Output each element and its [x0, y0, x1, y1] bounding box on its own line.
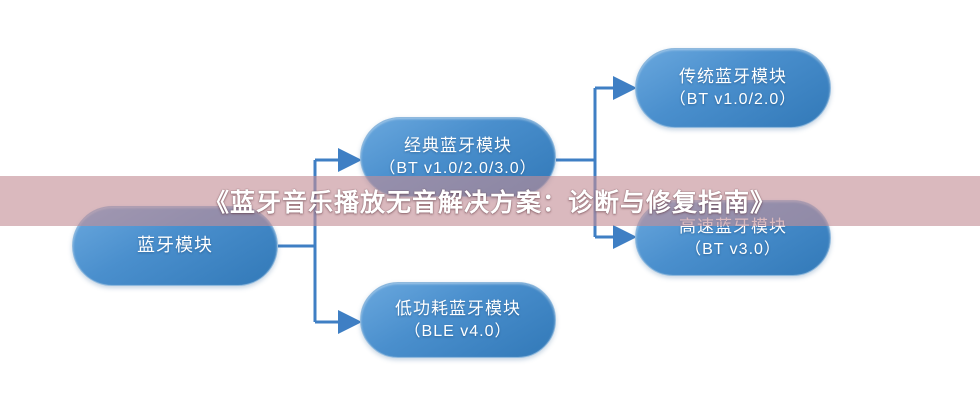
title-banner-overlay: 《蓝牙音乐播放无音解决方案：诊断与修复指南》	[0, 176, 980, 226]
node-root-line1: 蓝牙模块	[137, 235, 213, 256]
node-classic-line2: （BT v1.0/2.0/3.0）	[379, 159, 537, 177]
node-classic-line1: 经典蓝牙模块	[404, 136, 512, 156]
node-highspeed-line2: （BT v3.0）	[685, 240, 781, 258]
banner-title-text: 《蓝牙音乐播放无音解决方案：诊断与修复指南》	[203, 188, 776, 217]
node-legacy-bluetooth-module: 传统蓝牙模块 （BT v1.0/2.0）	[635, 48, 831, 128]
node-ble-module: 低功耗蓝牙模块 （BLE v4.0）	[360, 282, 556, 358]
arrowhead-classic	[338, 148, 362, 172]
arrowhead-ble	[338, 310, 362, 334]
arrowhead-highspeed	[613, 225, 637, 249]
node-legacy-line1: 传统蓝牙模块	[679, 67, 787, 87]
node-ble-line1: 低功耗蓝牙模块	[395, 299, 521, 319]
arrowhead-legacy	[613, 76, 637, 100]
node-legacy-line2: （BT v1.0/2.0）	[669, 90, 797, 108]
node-ble-line2: （BLE v4.0）	[404, 322, 512, 340]
